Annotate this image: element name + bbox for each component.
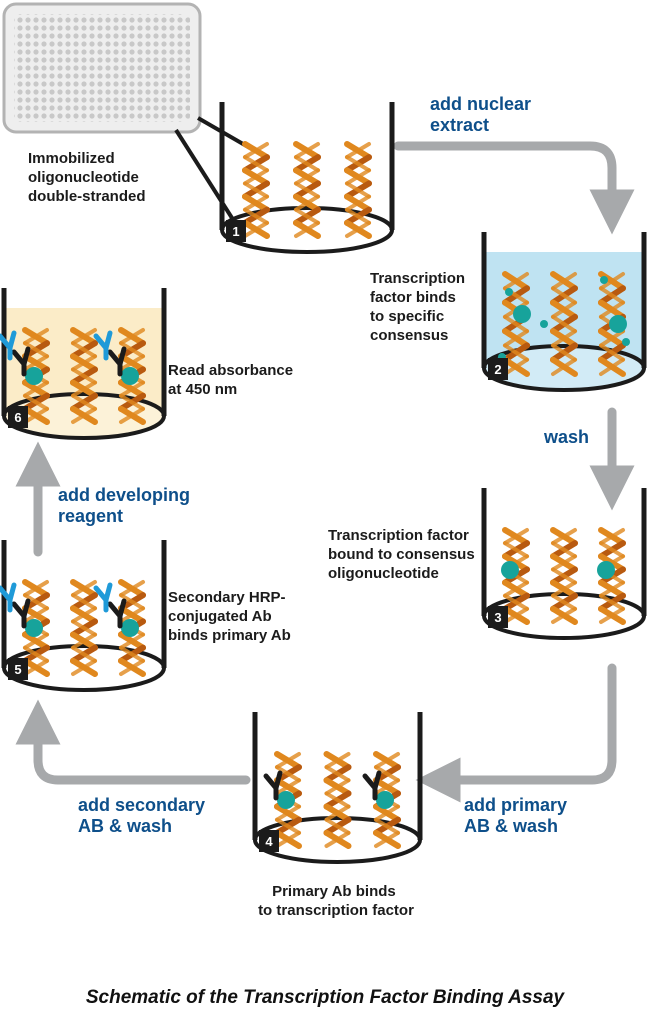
action-add-primary-label: add primary AB & wash xyxy=(464,795,572,836)
transcription-factor xyxy=(25,619,43,637)
secondary-antibody xyxy=(0,582,17,613)
assay-wells: 1 2 3 4 5 6 xyxy=(0,102,647,864)
transcription-factor xyxy=(597,561,615,579)
primary-antibody xyxy=(11,598,31,629)
transcription-factor xyxy=(376,791,394,809)
step5-description: Secondary HRP- conjugated Ab binds prima… xyxy=(168,589,291,644)
free-protein xyxy=(540,320,548,328)
step-number-badge xyxy=(488,606,508,628)
transcription-factor xyxy=(25,367,43,385)
dna-helix xyxy=(118,579,146,677)
transcription-factor xyxy=(501,561,519,579)
step-number: 6 xyxy=(14,410,21,425)
step-number-badge xyxy=(8,406,28,428)
secondary-antibody xyxy=(93,330,113,361)
step-number-badge xyxy=(8,658,28,680)
well-step-3: 3 xyxy=(481,488,647,640)
well-step-4: 4 xyxy=(252,712,423,864)
well-step-5: 5 xyxy=(0,540,167,692)
arrow-4-to-5 xyxy=(15,699,251,785)
transcription-factor xyxy=(513,305,531,323)
step-number: 5 xyxy=(14,662,21,677)
free-protein xyxy=(622,338,630,346)
well-step-2: 2 xyxy=(481,232,647,392)
primary-antibody xyxy=(11,346,31,377)
step2-description: Transcription factor binds to specific c… xyxy=(370,270,469,344)
primary-antibody xyxy=(107,598,127,629)
action-add-lysate-label: add nuclear extract xyxy=(430,94,536,135)
secondary-antibody xyxy=(0,330,17,361)
secondary-antibody xyxy=(93,582,113,613)
dna-helix xyxy=(118,327,146,425)
step-number: 3 xyxy=(494,610,501,625)
transcription-factor xyxy=(121,367,139,385)
step6-description: Read absorbance at 450 nm xyxy=(168,362,297,398)
96-well-plate-icon xyxy=(2,2,202,134)
well-step-1: 1 xyxy=(219,102,395,254)
free-protein xyxy=(600,276,608,284)
transcription-factor xyxy=(121,619,139,637)
dna-helix xyxy=(323,751,352,849)
free-protein xyxy=(505,288,513,296)
dna-helix xyxy=(293,141,321,239)
step1-description: Immobilized oligonucleotide double-stran… xyxy=(28,150,146,205)
dna-helix xyxy=(70,327,98,425)
dna-helix xyxy=(550,271,578,377)
primary-antibody xyxy=(263,770,283,801)
action-add-developing-label: add developing reagent xyxy=(58,485,195,526)
step-number: 2 xyxy=(494,362,501,377)
primary-antibody xyxy=(107,346,127,377)
arrow-1-to-2 xyxy=(393,141,635,235)
action-wash-label: wash xyxy=(543,427,589,447)
arrow-3-to-4 xyxy=(415,663,617,803)
transcription-factor xyxy=(609,315,627,333)
step4-description: Primary Ab binds to transcription factor xyxy=(258,883,414,919)
dna-helix xyxy=(70,579,98,677)
figure-caption: Schematic of the Transcription Factor Bi… xyxy=(86,987,566,1008)
step-number-badge xyxy=(488,358,508,380)
primary-antibody xyxy=(362,770,382,801)
dna-helix xyxy=(344,141,372,239)
step-number-badge xyxy=(259,830,279,852)
step-number: 1 xyxy=(232,224,239,239)
step-number-badge xyxy=(226,220,246,242)
action-add-secondary-label: add secondary AB & wash xyxy=(78,795,210,836)
transcription-factor xyxy=(277,791,295,809)
dna-helix xyxy=(550,527,578,625)
step-number: 4 xyxy=(265,834,273,849)
step3-description: Transcription factor bound to consensus … xyxy=(328,527,479,582)
well-step-6: 6 xyxy=(0,288,167,440)
flow-arrows xyxy=(15,141,635,803)
dna-helix xyxy=(242,141,270,239)
